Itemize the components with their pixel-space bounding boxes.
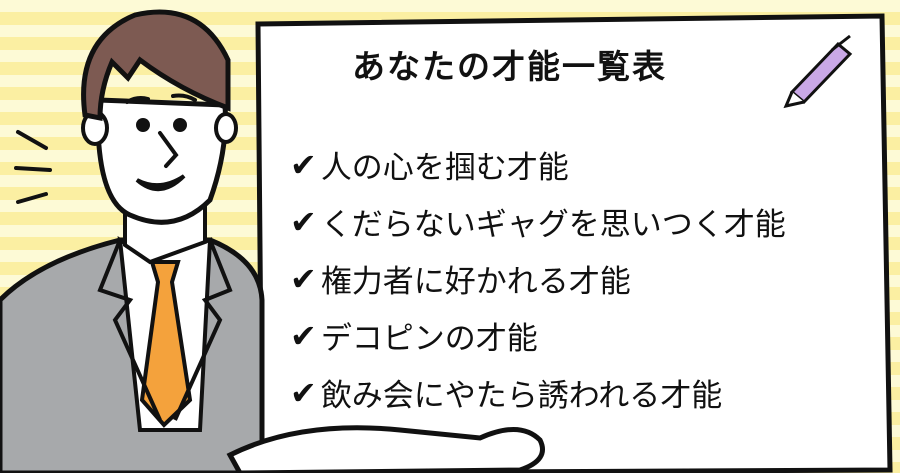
hair [81, 9, 231, 122]
item-label: 飲み会にやたら誘われる才能 [320, 378, 723, 414]
item-label: 人の心を掴む才能 [320, 150, 569, 186]
list-item: ✔人の心を掴む才能 [290, 136, 786, 193]
face [95, 97, 228, 225]
list-item: ✔デコピンの才能 [290, 307, 786, 364]
check-icon: ✔ [290, 145, 317, 184]
check-icon: ✔ [290, 259, 317, 298]
pen-icon [783, 34, 853, 109]
item-label: くだらないギャグを思いつく才能 [320, 207, 786, 243]
list-item: ✔権力者に好かれる才能 [290, 250, 786, 307]
check-icon: ✔ [290, 373, 317, 412]
item-label: デコピンの才能 [320, 321, 538, 357]
hand [226, 425, 545, 473]
page-title: あなたの才能一覧表 [352, 47, 667, 86]
check-icon: ✔ [290, 202, 317, 241]
list-item: ✔くだらないギャグを思いつく才能 [290, 193, 786, 250]
list-item: ✔飲み会にやたら誘われる才能 [290, 364, 786, 421]
item-label: 権力者に好かれる才能 [320, 264, 631, 300]
check-icon: ✔ [290, 316, 317, 355]
talent-list: ✔人の心を掴む才能 ✔くだらないギャグを思いつく才能 ✔権力者に好かれる才能 ✔… [290, 136, 786, 421]
emphasis-lines-icon [14, 130, 52, 204]
